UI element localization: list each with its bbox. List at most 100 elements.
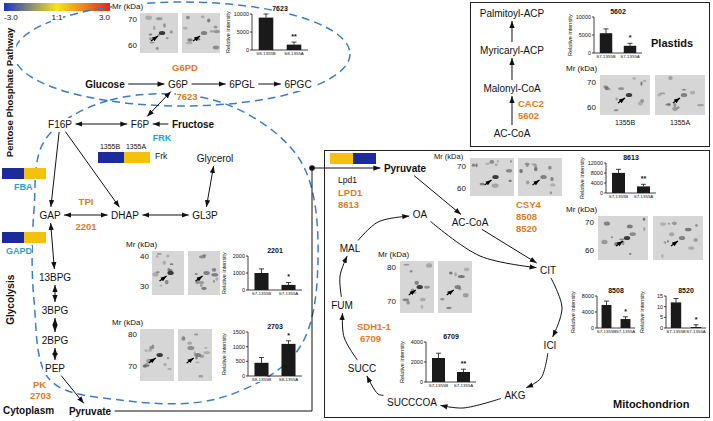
metabolite-name: Glucose bbox=[85, 78, 124, 91]
reaction-arrow bbox=[512, 96, 513, 125]
gel-label: Mr (kDa) bbox=[126, 240, 157, 249]
reaction-arrow bbox=[51, 132, 59, 207]
gel-label: Mr (kDa) bbox=[112, 318, 143, 327]
heatmap-cell bbox=[24, 232, 46, 243]
sample-label: S8-1355B bbox=[252, 377, 272, 382]
chart-tick bbox=[595, 296, 597, 297]
metabolite-name: 6PGL bbox=[229, 78, 255, 91]
gel-panel bbox=[140, 13, 178, 53]
protein-spot bbox=[604, 222, 610, 226]
metabolite-name: SUCC bbox=[348, 362, 376, 375]
error-bar bbox=[606, 301, 607, 305]
protein-spot bbox=[212, 268, 216, 272]
protein-spot bbox=[664, 241, 667, 244]
significance-mark: * bbox=[695, 316, 698, 324]
metabolite-box: FUM bbox=[329, 299, 355, 312]
protein-spot bbox=[198, 281, 204, 284]
protein-spot bbox=[202, 254, 206, 256]
heatmap-cell bbox=[353, 153, 376, 164]
protein-spot bbox=[476, 163, 478, 167]
tick-label: 12000 bbox=[588, 160, 603, 166]
compartment-title: Mitochondrion bbox=[613, 398, 689, 410]
heatmap-cell bbox=[2, 168, 24, 179]
protein-spot bbox=[199, 255, 206, 258]
gel-panel bbox=[438, 261, 472, 313]
reaction-arrow bbox=[61, 376, 84, 404]
bar bbox=[281, 344, 295, 376]
tick-label: 5000 bbox=[579, 32, 591, 38]
metabolite-name: Malonyl-CoA bbox=[483, 82, 540, 95]
target-spot bbox=[203, 271, 209, 275]
chart-axis bbox=[248, 256, 302, 290]
protein-spot bbox=[149, 34, 153, 36]
protein-spot bbox=[643, 227, 645, 231]
protein-spot bbox=[213, 26, 217, 29]
metabolite-name: F16P bbox=[48, 118, 72, 131]
reaction-arrow bbox=[147, 92, 171, 117]
protein-spot bbox=[214, 30, 220, 33]
bar bbox=[287, 45, 302, 50]
significance-mark: * bbox=[629, 34, 632, 42]
axis-title: Relative intensity bbox=[639, 291, 645, 333]
protein-spot bbox=[424, 286, 430, 289]
gel-panel bbox=[140, 329, 174, 381]
protein-spot bbox=[497, 160, 499, 162]
protein-spot bbox=[156, 17, 162, 20]
protein-spot bbox=[166, 254, 169, 257]
reaction-arrow bbox=[192, 84, 226, 85]
gel-panel bbox=[653, 216, 703, 260]
reaction-arrow bbox=[64, 215, 108, 216]
bar bbox=[281, 285, 295, 290]
protein-spot bbox=[149, 42, 154, 44]
metabolite-box: AC-CoA bbox=[492, 127, 533, 140]
spot-number: 5602 bbox=[518, 111, 539, 122]
protein-spot bbox=[690, 91, 696, 95]
gel-label: 40 bbox=[140, 252, 149, 261]
metabolite-box: CIT bbox=[538, 264, 558, 277]
enzyme-label: GAPD bbox=[6, 246, 32, 256]
protein-spot bbox=[194, 333, 198, 335]
sample-label: S7-1355B bbox=[429, 383, 449, 388]
enzyme-label: LPD1 bbox=[338, 188, 362, 199]
protein-spot bbox=[210, 30, 214, 32]
protein-spot bbox=[480, 183, 485, 186]
heatmap-cell bbox=[2, 232, 24, 243]
error-cap bbox=[259, 268, 264, 269]
protein-spot bbox=[148, 349, 153, 352]
protein-spot bbox=[446, 307, 452, 309]
protein-spot bbox=[201, 287, 206, 290]
chart-title: 8613 bbox=[623, 154, 639, 162]
chart-tick bbox=[592, 53, 594, 54]
error-bar bbox=[261, 269, 262, 273]
gel-label: 70 bbox=[128, 362, 137, 371]
protein-spot bbox=[673, 103, 676, 107]
tick-label: 2000 bbox=[233, 253, 245, 259]
heatmap-cell bbox=[24, 168, 46, 179]
error-cap bbox=[286, 282, 291, 283]
protein-spot bbox=[449, 271, 453, 274]
metabolite-name: FUM bbox=[331, 299, 353, 312]
metabolite-name: ICI bbox=[544, 339, 557, 352]
chart-tick bbox=[250, 50, 252, 51]
target-spot bbox=[681, 93, 687, 97]
chart-tick bbox=[424, 382, 426, 383]
bar bbox=[671, 302, 681, 328]
protein-spot bbox=[186, 42, 192, 44]
metabolite-name: F6P bbox=[131, 118, 149, 131]
reaction-arrow bbox=[54, 348, 55, 360]
protein-spot bbox=[186, 16, 190, 20]
gene-label: Lpd1 bbox=[338, 176, 357, 186]
gel-panel bbox=[655, 75, 705, 115]
error-cap bbox=[286, 340, 291, 341]
gel-label: Mr (kDa) bbox=[434, 153, 463, 162]
gel-image bbox=[470, 158, 514, 196]
protein-spot bbox=[618, 87, 624, 90]
target-spot bbox=[195, 353, 201, 357]
metabolite-name: Fructose bbox=[172, 118, 214, 131]
reaction-arrow bbox=[258, 84, 281, 85]
protein-spot bbox=[640, 82, 642, 86]
reaction-arrow bbox=[115, 168, 381, 411]
reaction-arrow bbox=[526, 353, 548, 388]
gel-image bbox=[182, 13, 220, 53]
protein-spot bbox=[144, 349, 147, 352]
